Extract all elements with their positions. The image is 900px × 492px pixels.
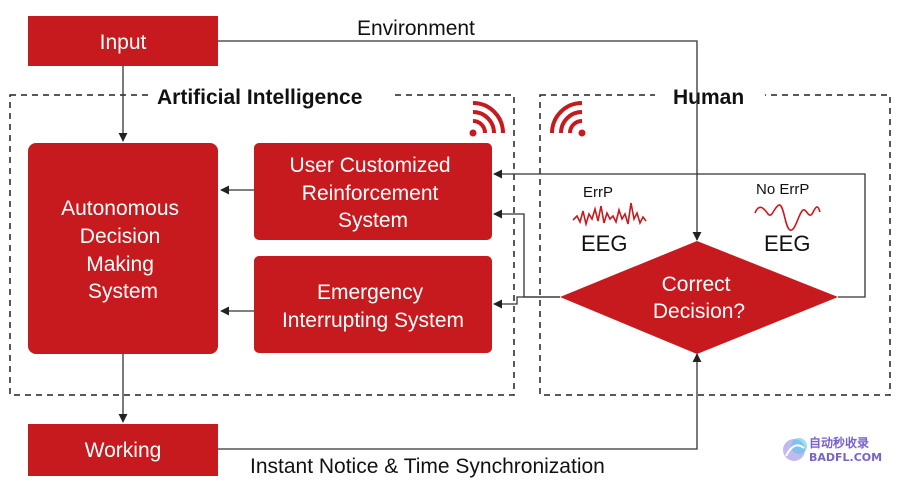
connectors bbox=[118, 40, 866, 450]
emergency-label: Emergency Interrupting System bbox=[282, 281, 464, 332]
autonomous-decision-box bbox=[28, 143, 218, 354]
decision-to-reinforcement-arrow bbox=[493, 209, 560, 298]
emergency-line-2: Interrupting System bbox=[282, 309, 464, 332]
human-section-frame bbox=[539, 94, 891, 396]
autonomous-line-4: System bbox=[88, 280, 158, 303]
autonomous-line-2: Decision bbox=[80, 225, 161, 248]
reinforcement-system-box bbox=[254, 143, 492, 240]
autonomous-line-1: Autonomous bbox=[61, 197, 179, 220]
decision-yes-to-reinforcement-arrow bbox=[493, 169, 866, 298]
working-to-decision-arrow bbox=[218, 353, 702, 450]
ai-title-backing bbox=[150, 82, 390, 110]
human-section-title: Human bbox=[673, 86, 744, 109]
environment-label: Environment bbox=[357, 17, 475, 40]
no-errp-waveform bbox=[754, 204, 821, 231]
reinforcement-line-1: User Customized bbox=[290, 154, 451, 177]
emergency-line-1: Emergency bbox=[317, 281, 424, 304]
reinforcement-line-2: Reinforcement bbox=[302, 182, 439, 205]
ai-section-frame bbox=[9, 94, 515, 396]
no-errp-label: No ErrP bbox=[756, 181, 809, 198]
emergency-system-box bbox=[254, 256, 492, 353]
working-label: Working bbox=[85, 439, 162, 462]
input-label: Input bbox=[100, 31, 147, 54]
input-box bbox=[28, 16, 218, 66]
ai-section-title: Artificial Intelligence bbox=[157, 86, 362, 109]
reinforcement-line-3: System bbox=[338, 209, 408, 232]
decision-to-emergency-arrow bbox=[493, 296, 560, 309]
bottom-caption: Instant Notice & Time Synchronization bbox=[250, 455, 605, 478]
watermark-logo-icon bbox=[783, 438, 807, 461]
errp-waveform bbox=[572, 202, 647, 228]
watermark-sub-text: BADFL.COM bbox=[809, 451, 882, 464]
correct-decision-diamond bbox=[560, 241, 838, 354]
autonomous-label: Autonomous Decision Making System bbox=[61, 197, 185, 303]
decision-label: Correct Decision? bbox=[653, 273, 745, 323]
eeg-left-label: EEG bbox=[581, 231, 627, 256]
wireless-signal-icon bbox=[469, 101, 505, 137]
eeg-right-label: EEG bbox=[764, 231, 810, 256]
decision-line-2: Decision? bbox=[653, 300, 745, 323]
reinforcement-label: User Customized Reinforcement System bbox=[290, 154, 457, 232]
human-title-backing bbox=[655, 82, 765, 110]
decision-line-1: Correct bbox=[662, 273, 731, 296]
wireless-signal-icon bbox=[550, 101, 586, 137]
autonomous-line-3: Making bbox=[86, 253, 154, 276]
errp-label: ErrP bbox=[583, 184, 613, 201]
working-box bbox=[28, 424, 218, 476]
watermark-main-text: 自动秒收录 bbox=[809, 435, 869, 450]
